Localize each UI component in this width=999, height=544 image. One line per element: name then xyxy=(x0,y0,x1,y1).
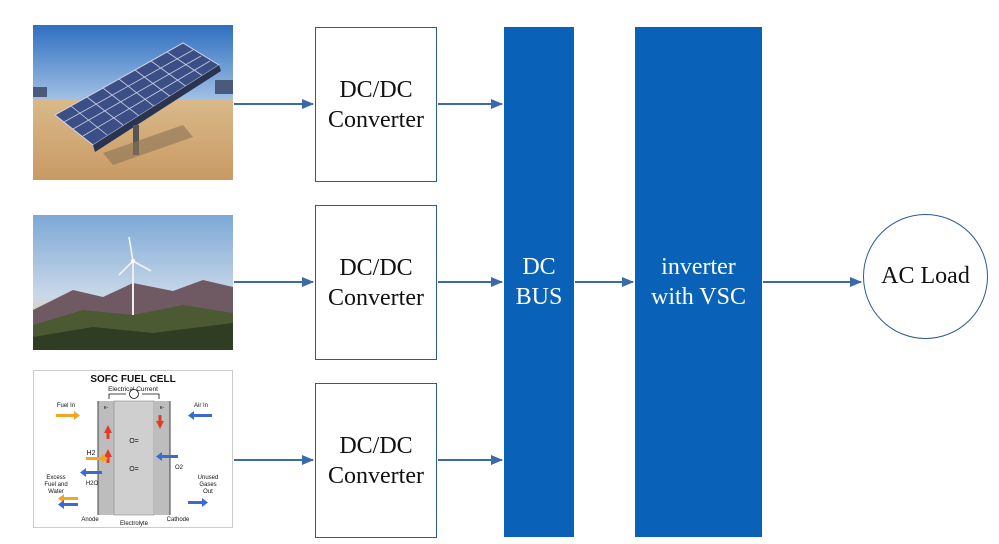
dc-dc-converter-2: DC/DC Converter xyxy=(315,205,437,360)
fuel-in-label: Fuel In xyxy=(57,403,75,409)
converter-3-line1: DC/DC xyxy=(339,432,413,459)
oxide-ion-label-1: O= xyxy=(129,438,139,445)
electron-label-2: e- xyxy=(160,405,165,411)
solar-panel-image xyxy=(33,25,233,180)
ac-load-label: AC Load xyxy=(881,263,970,289)
unused-label-2: Gases xyxy=(199,482,216,488)
excess-label-3: Water xyxy=(48,489,64,495)
converter-3-line2: Converter xyxy=(328,462,424,489)
dc-dc-converter-1: DC/DC Converter xyxy=(315,27,437,182)
electrolyte-label: Electrolyte xyxy=(120,521,149,527)
h2-label: H2 xyxy=(87,450,96,457)
wind-turbine-image xyxy=(33,215,233,350)
excess-label-1: Excess xyxy=(46,475,65,481)
dc-dc-converter-3: DC/DC Converter xyxy=(315,383,437,538)
converter-1-line2: Converter xyxy=(328,106,424,133)
electron-label-1: e- xyxy=(104,405,109,411)
fuel-cell-diagram: SOFC FUEL CELL Electrical Current Fuel I… xyxy=(33,370,233,528)
converter-2-line2: Converter xyxy=(328,284,424,311)
air-in-label: Air In xyxy=(194,403,208,409)
oxide-ion-label-2: O= xyxy=(129,466,139,473)
dc-bus-line1: DC xyxy=(522,254,556,280)
inverter-with-vsc: inverter with VSC xyxy=(635,27,762,537)
inverter-line2: with VSC xyxy=(651,284,746,310)
o2-label: O2 xyxy=(175,465,184,471)
converter-2-line1: DC/DC xyxy=(339,254,413,281)
converter-1-line1: DC/DC xyxy=(339,76,413,103)
excess-label-2: Fuel and xyxy=(44,482,67,488)
dc-bus: DC BUS xyxy=(504,27,574,537)
unused-label-3: Out xyxy=(203,489,213,495)
anode-label: Anode xyxy=(81,517,99,523)
cathode-label: Cathode xyxy=(167,517,190,523)
ac-load: AC Load xyxy=(863,214,988,339)
unused-label-1: Unused xyxy=(198,475,219,481)
h2o-label: H2O xyxy=(86,481,99,487)
fuel-cell-title: SOFC FUEL CELL xyxy=(90,374,175,385)
dc-bus-line2: BUS xyxy=(515,284,563,310)
inverter-line1: inverter xyxy=(661,254,736,280)
